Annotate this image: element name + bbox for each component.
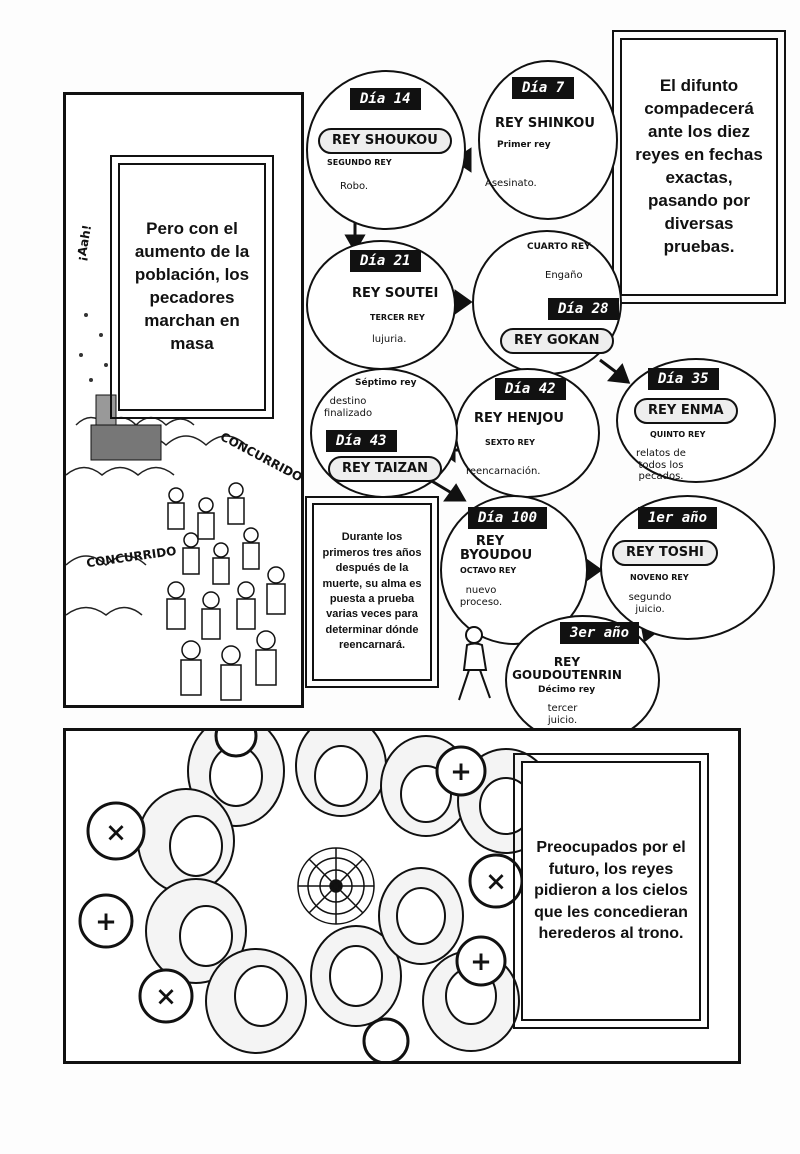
day-label-1er-ano: 1er año bbox=[638, 507, 718, 529]
svg-text:×: × bbox=[485, 867, 507, 897]
caption-middle: Durante los primeros tres años después d… bbox=[305, 496, 439, 688]
svg-text:×: × bbox=[155, 982, 177, 1012]
walking-soul-figure bbox=[458, 626, 491, 701]
caption-left-text: Pero con el aumento de la población, los… bbox=[134, 219, 250, 353]
day-label-28: Día 28 bbox=[548, 298, 619, 320]
king-name-enma: REY ENMA bbox=[634, 398, 738, 424]
king-name-shinkou: REY SHINKOU bbox=[495, 116, 595, 131]
king-ordinal-shinkou: Primer rey bbox=[497, 140, 551, 150]
caption-bottom-text: Preocupados por el futuro, los reyes pid… bbox=[534, 839, 688, 943]
day-label-7: Día 7 bbox=[512, 77, 575, 99]
svg-text:+: + bbox=[450, 757, 472, 787]
king-name-gokan: REY GOKAN bbox=[500, 328, 614, 354]
caption-left: Pero con el aumento de la población, los… bbox=[110, 155, 274, 419]
king-sin-soutei: lujuria. bbox=[372, 334, 407, 345]
king-name-goudoutenrin: REY GOUDOUTENRIN bbox=[512, 655, 622, 682]
day-label-3er-ano: 3er año bbox=[560, 622, 640, 644]
king-ordinal-toshi: NOVENO REY bbox=[630, 573, 689, 582]
king-sin-enma: relatos de todos los pecados. bbox=[636, 448, 686, 482]
king-ordinal-shoukou: SEGUNDO REY bbox=[327, 158, 392, 167]
king-sin-shoukou: Robo. bbox=[340, 181, 369, 192]
day-label-21: Día 21 bbox=[350, 250, 421, 272]
king-ordinal-gokan: CUARTO REY bbox=[527, 242, 591, 252]
caption-bottom: Preocupados por el futuro, los reyes pid… bbox=[513, 753, 709, 1029]
king-ordinal-enma: QUINTO REY bbox=[650, 430, 706, 439]
king-sin-henjou: reencarnación. bbox=[466, 466, 541, 477]
king-sin-gokan: Engaño bbox=[545, 270, 583, 281]
king-ordinal-taizan: Séptimo rey bbox=[355, 378, 417, 388]
day-label-42: Día 42 bbox=[495, 378, 566, 400]
king-ordinal-byoudou: OCTAVO REY bbox=[460, 566, 517, 575]
king-name-soutei: REY SOUTEI bbox=[352, 286, 439, 301]
king-sin-taizan: destino finalizado bbox=[323, 396, 373, 419]
king-name-henjou: REY HENJOU bbox=[474, 411, 564, 426]
caption-top-right: El difunto compadecerá ante los diez rey… bbox=[612, 30, 786, 304]
day-label-35: Día 35 bbox=[648, 368, 719, 390]
king-name-byoudou: REY BYOUDOU bbox=[460, 534, 533, 563]
crowd-panel: ¡Aah! CONCURRIDO CONCURRIDO Pero con el … bbox=[63, 92, 304, 708]
svg-text:+: + bbox=[95, 907, 117, 937]
king-name-shoukou: REY SHOUKOU bbox=[318, 128, 452, 154]
day-label-100: Día 100 bbox=[468, 507, 548, 529]
king-ordinal-soutei: TERCER REY bbox=[370, 313, 425, 322]
crowd-illustration bbox=[66, 313, 286, 701]
caption-top-right-text: El difunto compadecerá ante los diez rey… bbox=[635, 76, 763, 256]
caption-middle-text: Durante los primeros tres años después d… bbox=[322, 531, 422, 652]
king-name-taizan: REY TAIZAN bbox=[328, 456, 442, 482]
day-label-43: Día 43 bbox=[326, 430, 397, 452]
kings-circle-panel: × + × + × + Preocupados por el futuro, los r… bbox=[63, 728, 741, 1064]
king-sin-shinkou: Asesinato. bbox=[485, 178, 537, 189]
king-ordinal-goudoutenrin: Décimo rey bbox=[538, 685, 596, 695]
king-ordinal-henjou: SEXTO REY bbox=[485, 438, 535, 447]
svg-text:+: + bbox=[470, 947, 492, 977]
king-sin-toshi: segundo juicio. bbox=[628, 592, 672, 615]
king-name-toshi: REY TOSHI bbox=[612, 540, 718, 566]
svg-text:×: × bbox=[105, 818, 127, 848]
king-sin-byoudou: nuevo proceso. bbox=[459, 585, 503, 608]
king-sin-goudoutenrin: tercer juicio. bbox=[547, 703, 578, 726]
day-label-14: Día 14 bbox=[350, 88, 421, 110]
